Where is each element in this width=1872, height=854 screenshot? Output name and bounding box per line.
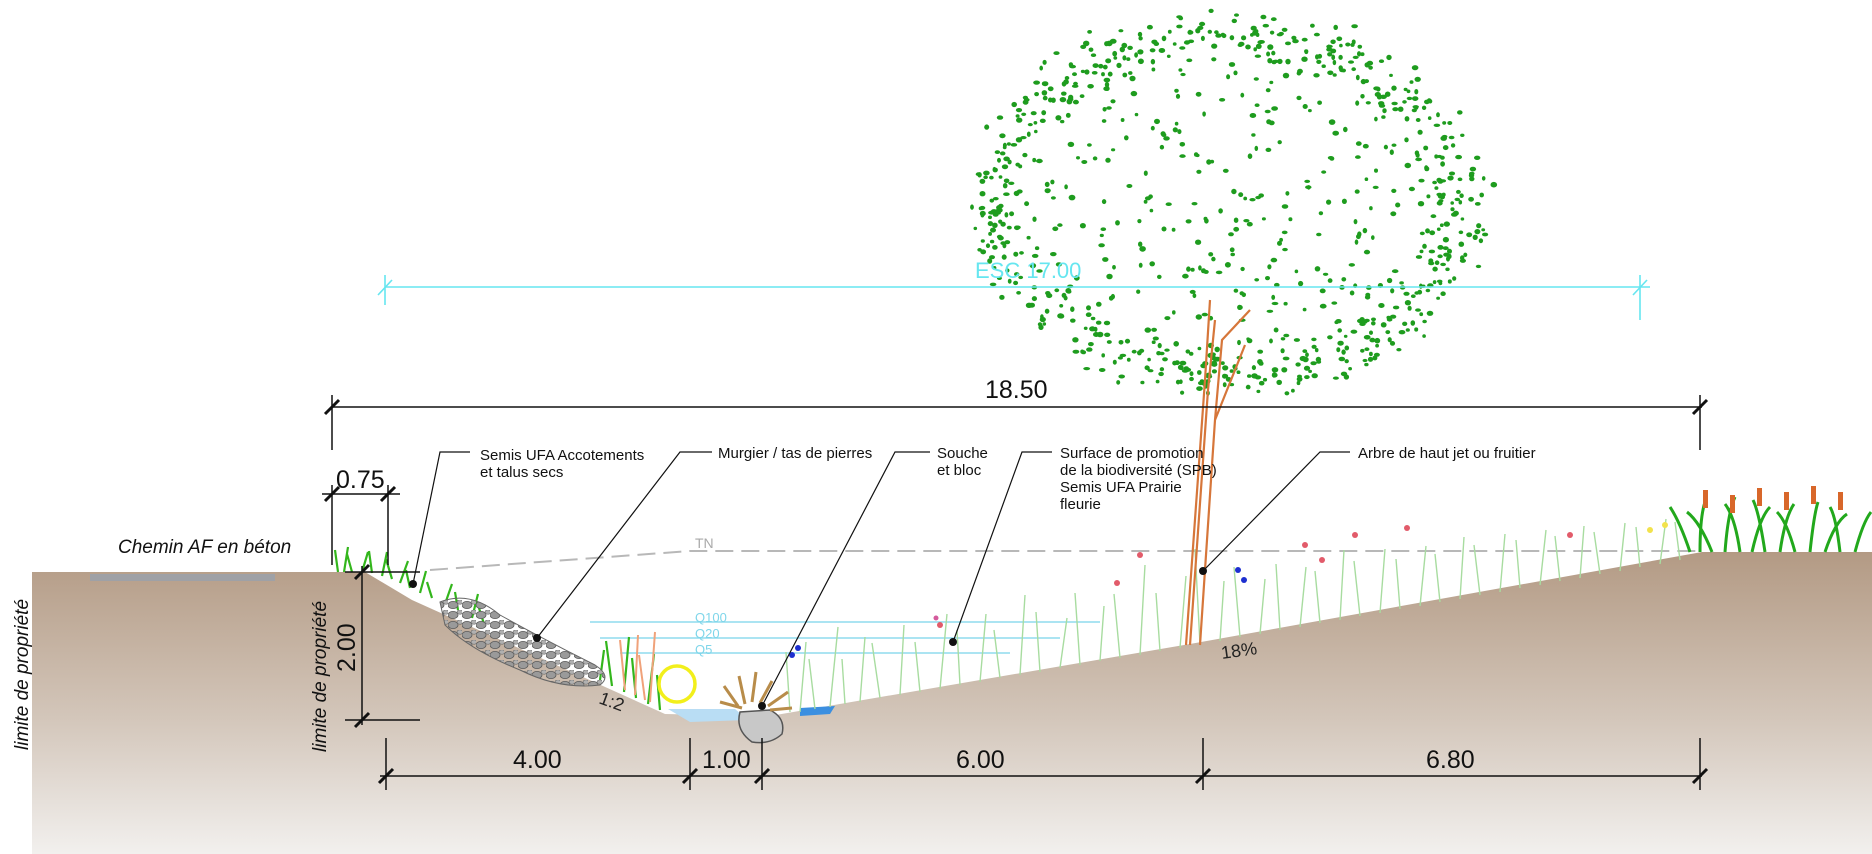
callout-stone-heap: Murgier / tas de pierres [718,445,872,462]
property-limit-left: limite de propriété [12,599,33,750]
dimension-bottom [377,738,1709,790]
dimension-seg3-label: 6.00 [956,746,1005,774]
property-limit-inner: limite de propriété [310,601,331,752]
meadow-flowers [789,522,1668,658]
field-slope-label: 18% [1220,638,1258,663]
tree-dimension-line [377,275,1650,320]
q5-label: Q5 [695,642,712,657]
dimension-total-label: 18.50 [985,376,1048,404]
dimension-seg2-label: 1.00 [702,746,751,774]
callout-dots [409,567,1207,710]
channel-water [668,709,748,722]
tn-label: TN [695,535,714,551]
dimension-depth [345,563,420,729]
q100-label: Q100 [695,610,727,625]
callout-biodiversity: Surface de promotion de la biodiversité … [1060,445,1221,513]
tree-crown [970,8,1498,396]
stone-heap [439,597,606,687]
dimension-depth-label: 2.00 [333,623,361,672]
tree-dimension-label: ESC 17.00 [975,258,1081,283]
yellow-circle-marker [657,664,697,704]
meadow-grass [785,518,1681,713]
road-label: Chemin AF en béton [118,537,291,558]
dimension-seg4-label: 6.80 [1426,746,1475,774]
dimension-edge-label: 0.75 [336,466,385,494]
reed-clump [1668,496,1872,553]
dimension-edge [322,485,400,565]
concrete-road [90,574,275,581]
callout-seeding-slopes: Semis UFA Accotements et talus secs [480,447,648,481]
dry-plants [619,631,656,703]
channel-water-blue [800,706,835,716]
soil-ground [32,552,1872,854]
callout-leaders [412,451,1350,707]
tn-line [429,550,1702,571]
dimension-total [323,395,1709,450]
callout-tree: Arbre de haut jet ou fruitier [1358,445,1536,462]
stump-and-block [719,671,793,744]
q20-label: Q20 [695,626,720,641]
reed-heads [1703,486,1843,513]
dimension-seg1-label: 4.00 [513,746,562,774]
callout-stump: Souche et bloc [937,445,992,479]
